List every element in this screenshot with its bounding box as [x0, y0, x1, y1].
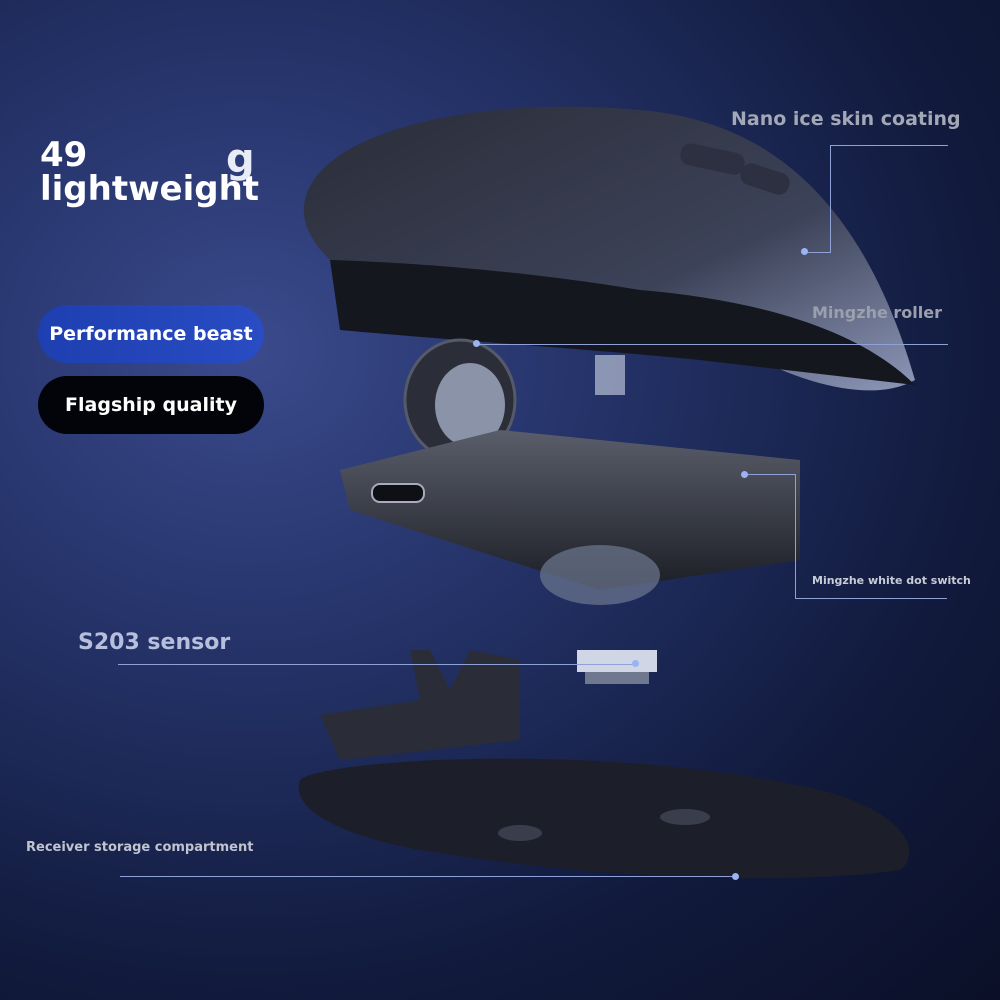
callout-dot — [632, 660, 639, 667]
sensor-chip — [577, 650, 657, 684]
callout-line — [745, 474, 795, 475]
callout-coating: Nano ice skin coating — [731, 108, 961, 130]
callout-compartment: Receiver storage compartment — [26, 840, 254, 855]
weight-number: 49 — [40, 135, 88, 175]
callout-line — [806, 252, 831, 253]
performance-beast-badge: Performance beast — [38, 305, 264, 363]
weight-overlay-letter: g — [226, 136, 255, 182]
weight-word: lightweight — [40, 169, 260, 209]
callout-roller: Mingzhe roller — [812, 303, 942, 322]
weight-headline: 49 lightweight g — [40, 138, 259, 206]
top-shell — [303, 106, 915, 391]
callout-line — [830, 145, 948, 146]
callout-line — [795, 598, 947, 599]
callout-switch: Mingzhe white dot switch — [812, 574, 971, 587]
callout-line — [120, 876, 736, 877]
callout-dot — [741, 471, 748, 478]
flagship-quality-badge: Flagship quality — [38, 376, 264, 434]
callout-dot — [473, 340, 480, 347]
callout-dot — [801, 248, 808, 255]
callout-line — [118, 664, 638, 665]
callout-line — [478, 344, 948, 345]
callout-line — [830, 145, 831, 253]
callout-sensor: S203 sensor — [78, 630, 231, 655]
callout-line — [795, 474, 796, 598]
callout-dot — [732, 873, 739, 880]
scroll-wheel-and-board — [340, 338, 800, 605]
bottom-shell — [298, 650, 910, 879]
